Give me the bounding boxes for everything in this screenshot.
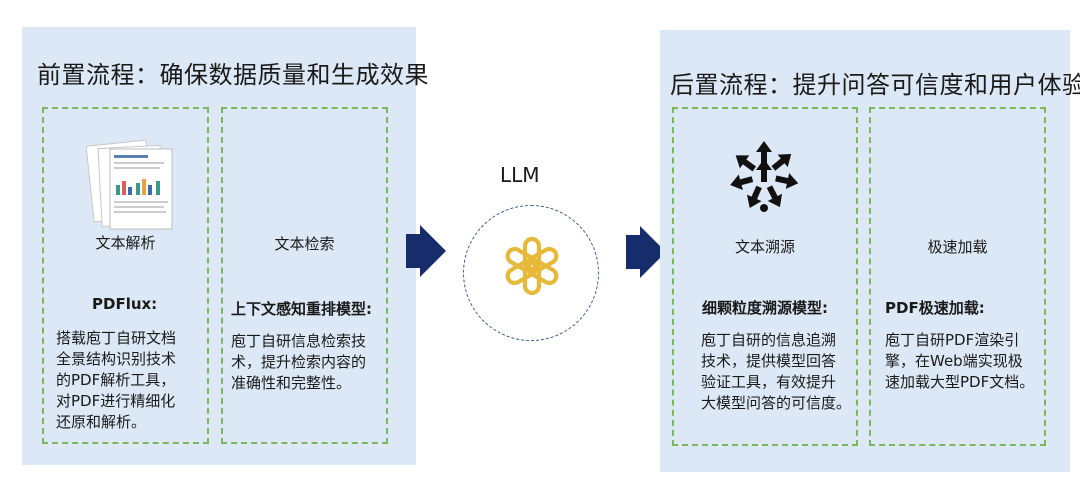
card-description: 庖丁自研信息检索技 术，提升检索内容的 准确性和完整性。 [231,332,367,392]
card-text-parsing: 文本解析 PDFlux: 搭载庖丁自研文档 全景结构识别技术 的PDF解析工具，… [42,107,209,444]
post-process-panel: 后置流程：提升问答可信度和用户体验 文本溯源 细颗粒度溯源模型: 庖丁自研的信息… [660,30,1080,472]
card-label: 文本检索 [274,235,335,253]
card-description: 搭载庖丁自研文档 全景结构识别技术 的PDF解析工具， 对PDF进行精细化 还原… [56,329,177,431]
arrow-right-icon [626,226,666,278]
card-text-tracing: 文本溯源 细颗粒度溯源模型: 庖丁自研的信息追溯 技术，提供模型回答 验证工具，… [672,107,858,446]
card-label: 文本溯源 [734,238,795,256]
document-stack-icon [85,139,173,230]
post-process-title: 后置流程：提升问答可信度和用户体验 [670,71,1080,99]
llm-circle [463,205,599,341]
card-description: 庖丁自研PDF渲染引 擎，在Web端实现极 速加载大型PDF文档。 [885,331,1035,391]
pre-process-title: 前置流程：确保数据质量和生成效果 [37,61,429,89]
card-subtitle: PDFlux: [92,295,158,313]
llm-logo-icon [505,236,559,296]
card-subtitle: 上下文感知重排模型: [231,300,372,318]
card-fast-loading: 极速加载 PDF极速加载: 庖丁自研PDF渲染引 擎，在Web端实现极 速加载大… [869,107,1046,446]
card-subtitle: PDF极速加载: [885,299,985,317]
card-text-retrieval: 文本检索 上下文感知重排模型: 庖丁自研信息检索技 术，提升检索内容的 准确性和… [221,107,388,444]
card-subtitle: 细颗粒度溯源模型: [702,299,828,317]
card-description: 庖丁自研的信息追溯 技术，提供模型回答 验证工具，有效提升 大模型问答的可信度。 [701,331,852,412]
card-label: 文本解析 [95,234,156,252]
trace-arrows-icon [730,141,799,212]
card-label: 极速加载 [927,238,988,256]
arrow-right-icon [406,225,446,277]
pre-process-panel: 前置流程：确保数据质量和生成效果 文本解析 PDFlux: 搭载庖丁自研文档 全… [22,27,429,465]
llm-label: LLM [500,163,540,187]
